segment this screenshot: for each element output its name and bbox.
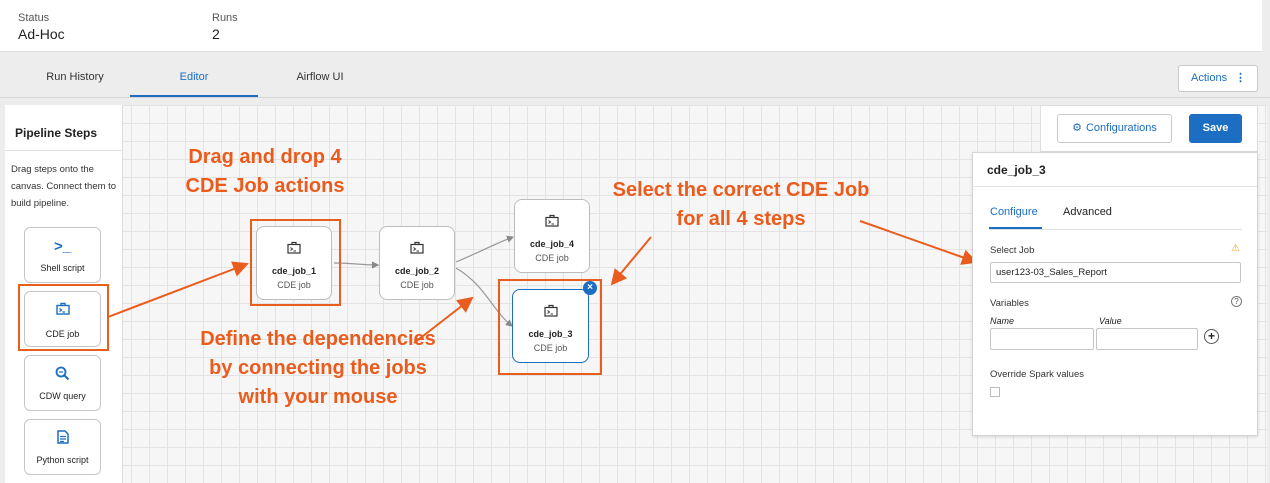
divider xyxy=(973,186,1257,187)
step-shell-script[interactable]: >_ Shell script xyxy=(24,227,101,283)
variable-name-input[interactable] xyxy=(990,328,1094,350)
tab-configure[interactable]: Configure xyxy=(990,206,1038,218)
save-button[interactable]: Save xyxy=(1189,114,1242,143)
tab-run-history[interactable]: Run History xyxy=(46,71,104,83)
step-label: CDW query xyxy=(39,391,86,401)
status-bar xyxy=(0,0,1262,52)
add-variable-button[interactable]: + xyxy=(1204,329,1219,344)
callout-dependencies: Define the dependencies by connecting th… xyxy=(200,328,436,408)
step-cdw-query[interactable]: CDW query xyxy=(24,355,101,411)
actions-button[interactable]: Actions ⋮ xyxy=(1178,65,1258,92)
tab-bar: Run History Editor Airflow UI xyxy=(0,52,1270,98)
override-spark-label: Override Spark values xyxy=(990,369,1084,380)
name-column-label: Name xyxy=(990,316,1015,326)
node-cde-job-4[interactable]: cde_job_4 CDE job xyxy=(514,199,590,273)
runs-value: 2 xyxy=(212,26,220,42)
select-job-label: Select Job xyxy=(990,245,1035,256)
variable-value-input[interactable] xyxy=(1096,328,1198,350)
node-name: cde_job_2 xyxy=(394,266,440,276)
active-tab-indicator xyxy=(989,227,1042,229)
help-icon[interactable]: ? xyxy=(1231,296,1242,307)
runs-label: Runs xyxy=(212,12,238,24)
config-panel-title: cde_job_3 xyxy=(987,163,1046,177)
file-icon xyxy=(25,430,100,448)
terminal-icon: >_ xyxy=(53,238,72,255)
callout-select-job: Select the correct CDE Job for all 4 ste… xyxy=(612,179,870,230)
step-label: Shell script xyxy=(40,263,85,273)
value-column-label: Value xyxy=(1099,316,1122,326)
node-type: CDE job xyxy=(533,343,568,353)
actions-label: Actions xyxy=(1191,72,1228,84)
step-python-script[interactable]: Python script xyxy=(24,419,101,475)
variables-label: Variables xyxy=(990,298,1029,309)
briefcase-icon xyxy=(25,302,100,319)
highlight-cde-job-1 xyxy=(250,219,341,306)
status-label: Status xyxy=(18,12,50,24)
briefcase-icon xyxy=(513,304,588,320)
node-type: CDE job xyxy=(535,253,569,263)
briefcase-icon xyxy=(515,214,589,230)
step-cde-job[interactable]: CDE job xyxy=(24,291,101,347)
warning-icon: ⚠ xyxy=(1231,243,1240,254)
callout-drag-drop: Drag and drop 4 CDE Job actions xyxy=(185,146,345,197)
tab-airflow-ui[interactable]: Airflow UI xyxy=(296,71,344,83)
highlight-cde-job-3 xyxy=(498,279,602,375)
node-type: CDE job xyxy=(400,280,434,290)
gear-icon: ⚙ xyxy=(1072,122,1082,134)
node-cde-job-3[interactable]: cde_job_3 CDE job xyxy=(512,289,589,363)
briefcase-icon xyxy=(257,241,331,257)
node-cde-job-2[interactable]: cde_job_2 CDE job xyxy=(379,226,455,300)
divider xyxy=(5,150,123,151)
node-name: cde_job_3 xyxy=(528,329,573,339)
divider xyxy=(989,229,1242,230)
briefcase-icon xyxy=(380,241,454,257)
close-icon[interactable]: × xyxy=(583,281,597,295)
status-value: Ad-Hoc xyxy=(18,26,65,42)
node-cde-job-1[interactable]: cde_job_1 CDE job xyxy=(256,226,332,300)
override-spark-checkbox[interactable] xyxy=(990,387,1000,397)
pipeline-steps-help: Drag steps onto the canvas. Connect them… xyxy=(11,164,117,209)
tab-advanced[interactable]: Advanced xyxy=(1063,206,1112,218)
step-label: Python script xyxy=(36,455,89,465)
select-job-field[interactable]: user123-03_Sales_Report xyxy=(990,262,1241,283)
highlight-cde-job-step xyxy=(18,284,109,351)
step-label: CDE job xyxy=(45,329,80,339)
kebab-icon: ⋮ xyxy=(1235,72,1246,84)
configurations-button[interactable]: ⚙Configurations xyxy=(1057,114,1172,143)
configurations-label: Configurations xyxy=(1085,122,1157,134)
pipeline-steps-title: Pipeline Steps xyxy=(15,126,98,140)
job-config-panel xyxy=(972,152,1258,436)
node-name: cde_job_1 xyxy=(271,266,317,276)
query-icon xyxy=(25,366,100,385)
tab-editor[interactable]: Editor xyxy=(130,52,258,97)
node-type: CDE job xyxy=(277,280,311,290)
node-name: cde_job_4 xyxy=(529,239,575,249)
